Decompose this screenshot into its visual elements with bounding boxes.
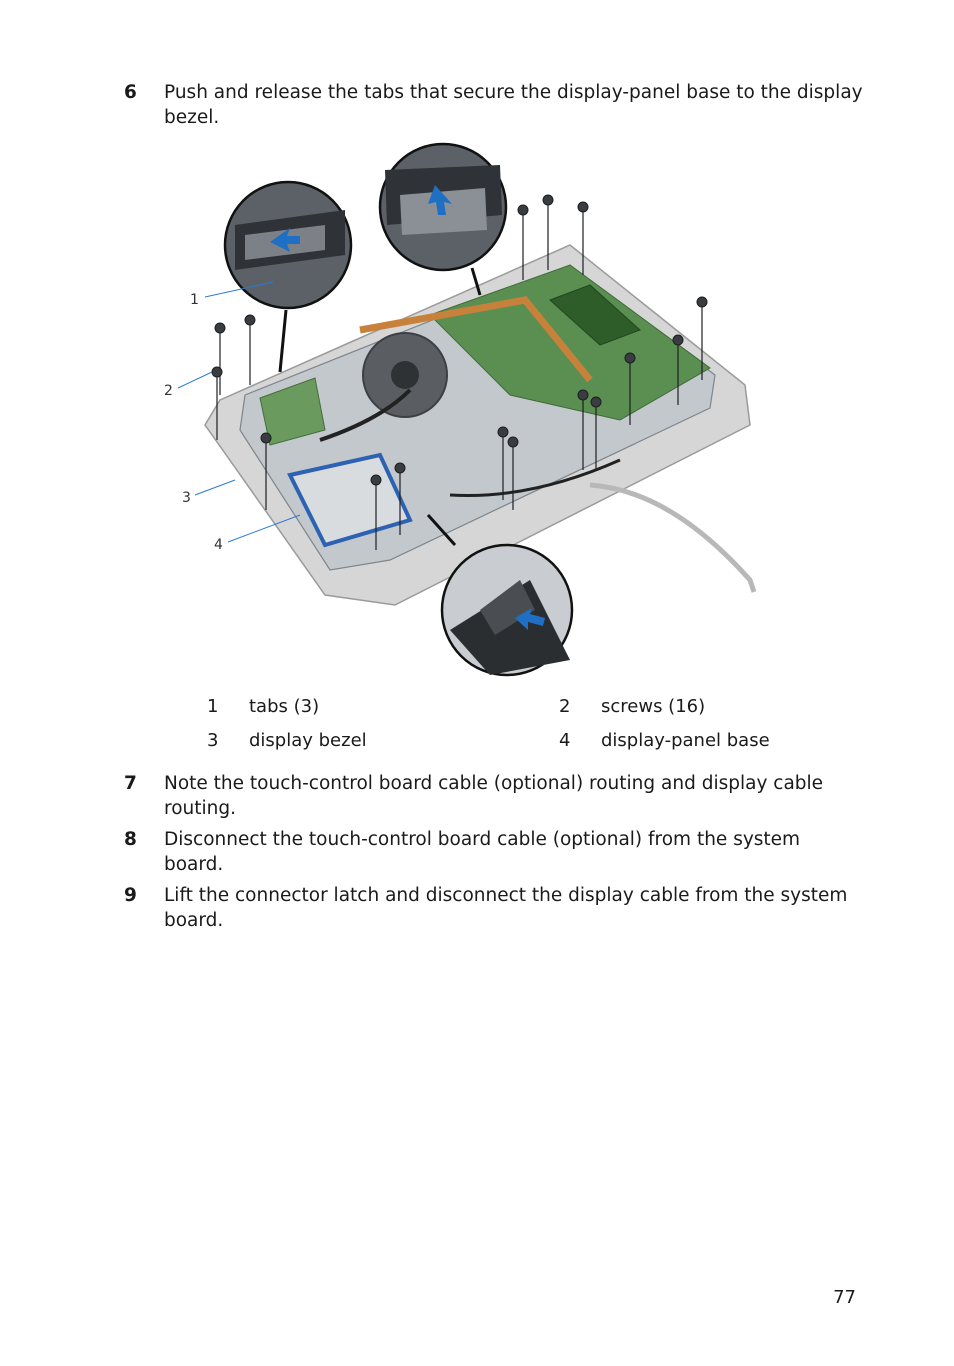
step-text: Disconnect the touch-control board cable… [164, 829, 801, 875]
screw [394, 462, 406, 474]
legend-label: display bezel [249, 730, 367, 751]
legend-label: tabs (3) [249, 696, 320, 717]
screw [211, 366, 223, 378]
screw [507, 436, 519, 448]
screw [624, 352, 636, 364]
step-text: Push and release the tabs that secure th… [164, 82, 863, 128]
display-panel-base-illustration: 1 2 3 4 [164, 142, 757, 677]
zoom-detail-tab-1 [223, 180, 353, 310]
step-number: 9 [124, 885, 137, 906]
page-number: 77 [833, 1287, 856, 1308]
screw [696, 296, 708, 308]
step-number: 7 [124, 773, 137, 794]
legend-number: 3 [207, 730, 219, 751]
step-number: 6 [124, 82, 137, 103]
screw [517, 204, 529, 216]
screw [370, 474, 382, 486]
callout-2: 2 [164, 383, 173, 399]
screw [214, 322, 226, 334]
screw [542, 194, 554, 206]
screw [577, 389, 589, 401]
legend-number: 4 [559, 730, 571, 751]
screw [672, 334, 684, 346]
arrow-icon [515, 608, 545, 630]
zoom-detail-tab-3 [440, 543, 574, 677]
screw [577, 201, 589, 213]
screw [244, 314, 256, 326]
screw [497, 426, 509, 438]
step-text: Note the touch-control board cable (opti… [164, 773, 824, 819]
legend-label: display-panel base [601, 730, 770, 751]
callout-4: 4 [214, 537, 223, 553]
screw [260, 432, 272, 444]
screw [590, 396, 602, 408]
legend-number: 2 [559, 696, 571, 717]
step-text: Lift the connector latch and disconnect … [164, 885, 848, 931]
arrow-icon [270, 228, 300, 252]
callout-1: 1 [190, 292, 199, 308]
arrow-icon [428, 185, 452, 215]
callout-3: 3 [182, 490, 191, 506]
step-number: 8 [124, 829, 137, 850]
legend-number: 1 [207, 696, 219, 717]
screws [211, 194, 708, 550]
legend-label: screws (16) [601, 696, 706, 717]
zoom-detail-tab-2 [378, 142, 508, 272]
